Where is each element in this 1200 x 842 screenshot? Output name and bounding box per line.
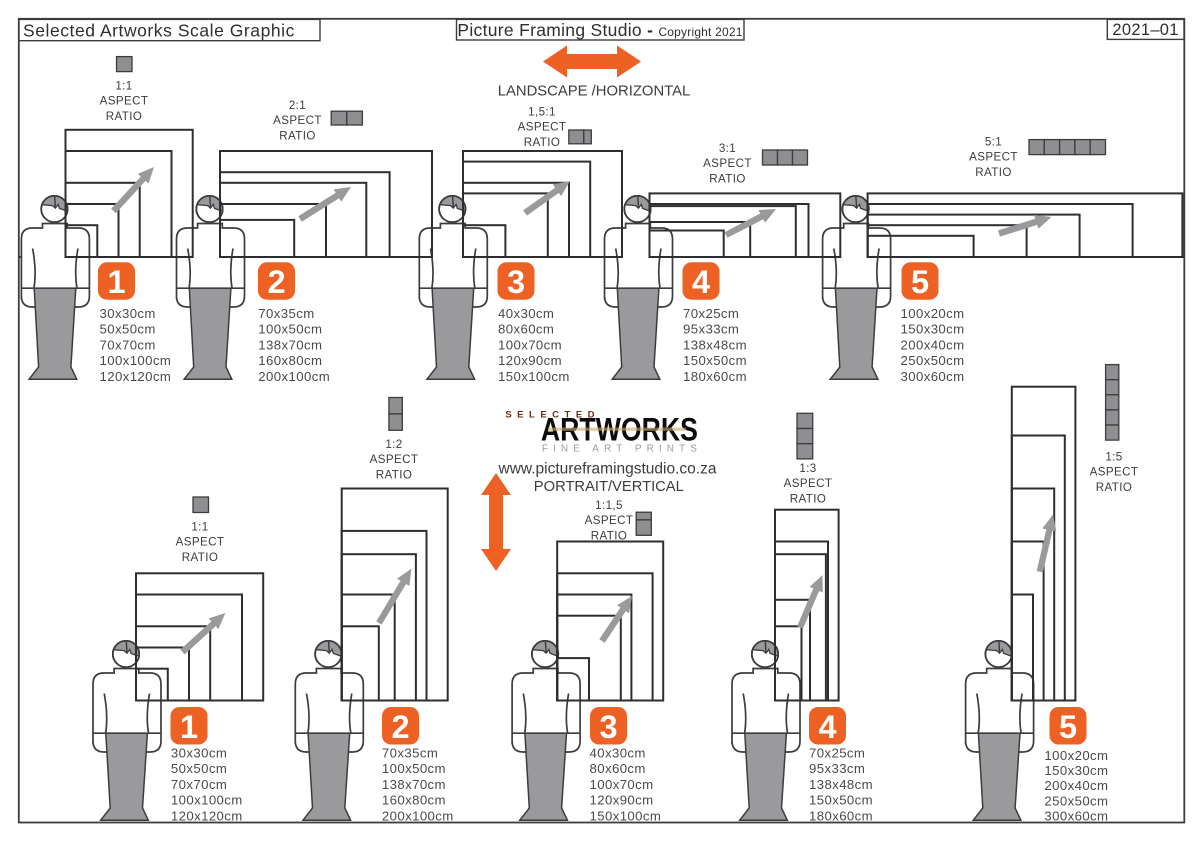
svg-text:1: 1 [107,264,125,300]
svg-text:RATIO: RATIO [182,551,219,564]
svg-text:RATIO: RATIO [790,492,827,505]
svg-text:100x50cm: 100x50cm [258,322,322,337]
svg-text:1:1: 1:1 [115,79,132,92]
svg-text:200x40cm: 200x40cm [901,337,965,352]
svg-text:120x90cm: 120x90cm [590,793,654,808]
svg-text:100x20cm: 100x20cm [901,306,965,321]
svg-text:80x60cm: 80x60cm [498,322,554,337]
svg-text:200x100cm: 200x100cm [382,808,454,823]
svg-text:70x70cm: 70x70cm [171,777,227,792]
svg-text:RATIO: RATIO [106,110,143,123]
svg-text:2: 2 [391,709,409,745]
svg-text:100x100cm: 100x100cm [171,793,243,808]
svg-text:RATIO: RATIO [975,166,1012,179]
svg-text:Picture Framing Studio - Copyr: Picture Framing Studio - Copyright 2021 [457,20,742,40]
svg-text:3: 3 [599,709,617,745]
svg-text:ASPECT: ASPECT [969,151,1018,164]
svg-text:100x70cm: 100x70cm [498,337,562,352]
svg-text:120x120cm: 120x120cm [171,808,243,823]
svg-text:138x70cm: 138x70cm [258,337,322,352]
svg-text:138x48cm: 138x48cm [809,777,873,792]
svg-text:30x30cm: 30x30cm [171,746,227,761]
svg-text:RATIO: RATIO [376,468,413,481]
svg-text:50x50cm: 50x50cm [171,761,227,776]
svg-text:100x50cm: 100x50cm [382,761,446,776]
svg-text:95x33cm: 95x33cm [809,761,865,776]
svg-text:ASPECT: ASPECT [585,514,634,527]
svg-text:150x50cm: 150x50cm [809,793,873,808]
svg-text:70x35cm: 70x35cm [258,306,314,321]
svg-text:ASPECT: ASPECT [370,453,419,466]
svg-text:5: 5 [911,264,929,300]
svg-text:150x30cm: 150x30cm [901,322,965,337]
svg-text:40x30cm: 40x30cm [590,746,646,761]
svg-text:120x120cm: 120x120cm [100,369,172,384]
svg-text:4: 4 [692,264,710,300]
svg-text:70x25cm: 70x25cm [809,746,865,761]
svg-text:RATIO: RATIO [1096,481,1133,494]
svg-text:180x60cm: 180x60cm [683,369,747,384]
svg-text:RATIO: RATIO [279,129,316,142]
svg-text:300x60cm: 300x60cm [1044,808,1108,823]
svg-text:2: 2 [267,264,285,300]
svg-text:160x80cm: 160x80cm [382,793,446,808]
svg-text:3:1: 3:1 [719,142,736,155]
svg-text:5:1: 5:1 [985,135,1002,148]
svg-text:ASPECT: ASPECT [1090,466,1139,479]
svg-text:1:1,5: 1:1,5 [595,499,623,512]
svg-text:100x100cm: 100x100cm [100,353,172,368]
svg-text:120x90cm: 120x90cm [498,353,562,368]
svg-text:138x48cm: 138x48cm [683,337,747,352]
svg-text:70x70cm: 70x70cm [100,337,156,352]
svg-text:30x30cm: 30x30cm [100,306,156,321]
svg-text:95x33cm: 95x33cm [683,322,739,337]
svg-text:150x100cm: 150x100cm [498,369,570,384]
svg-text:250x50cm: 250x50cm [901,353,965,368]
svg-text:40x30cm: 40x30cm [498,306,554,321]
svg-text:RATIO: RATIO [709,172,746,185]
svg-text:LANDSCAPE /HORIZONTAL: LANDSCAPE /HORIZONTAL [498,83,691,100]
svg-text:70x25cm: 70x25cm [683,306,739,321]
svg-text:180x60cm: 180x60cm [809,808,873,823]
svg-text:Selected Artworks Scale Graphi: Selected Artworks Scale Graphic [23,20,295,40]
svg-text:RATIO: RATIO [591,529,628,542]
svg-text:200x100cm: 200x100cm [258,369,330,384]
svg-text:3: 3 [507,264,525,300]
svg-text:160x80cm: 160x80cm [258,353,322,368]
svg-text:ASPECT: ASPECT [100,95,149,108]
svg-text:250x50cm: 250x50cm [1044,793,1108,808]
svg-text:1:5: 1:5 [1105,450,1122,463]
svg-text:ASPECT: ASPECT [518,121,567,134]
svg-text:2:1: 2:1 [289,99,306,112]
svg-text:150x30cm: 150x30cm [1044,763,1108,778]
svg-text:50x50cm: 50x50cm [100,322,156,337]
svg-text:PORTRAIT/VERTICAL: PORTRAIT/VERTICAL [534,478,684,495]
svg-text:2021–01: 2021–01 [1112,21,1178,39]
svg-text:300x60cm: 300x60cm [901,369,965,384]
svg-text:150x50cm: 150x50cm [683,353,747,368]
svg-text:ASPECT: ASPECT [273,114,322,127]
svg-text:1,5:1: 1,5:1 [528,105,556,118]
svg-text:80x60cm: 80x60cm [590,761,646,776]
svg-text:150x100cm: 150x100cm [590,808,662,823]
svg-text:1:1: 1:1 [191,520,208,533]
svg-text:100x20cm: 100x20cm [1044,748,1108,763]
svg-text:70x35cm: 70x35cm [382,746,438,761]
svg-text:1: 1 [180,709,198,745]
svg-text:1:3: 1:3 [799,462,816,475]
svg-text:ASPECT: ASPECT [176,536,225,549]
svg-text:www.pictureframingstudio.co.za: www.pictureframingstudio.co.za [498,461,717,478]
svg-text:RATIO: RATIO [524,136,561,149]
svg-text:5: 5 [1059,709,1077,745]
svg-text:FINE ART PRINTS: FINE ART PRINTS [542,444,697,455]
svg-text:200x40cm: 200x40cm [1044,778,1108,793]
svg-text:ASPECT: ASPECT [784,477,833,490]
svg-text:ASPECT: ASPECT [703,157,752,170]
svg-text:100x70cm: 100x70cm [590,777,654,792]
svg-text:1:2: 1:2 [385,438,402,451]
svg-text:4: 4 [818,709,836,745]
svg-text:138x70cm: 138x70cm [382,777,446,792]
svg-text:SELECTED: SELECTED [505,410,600,421]
